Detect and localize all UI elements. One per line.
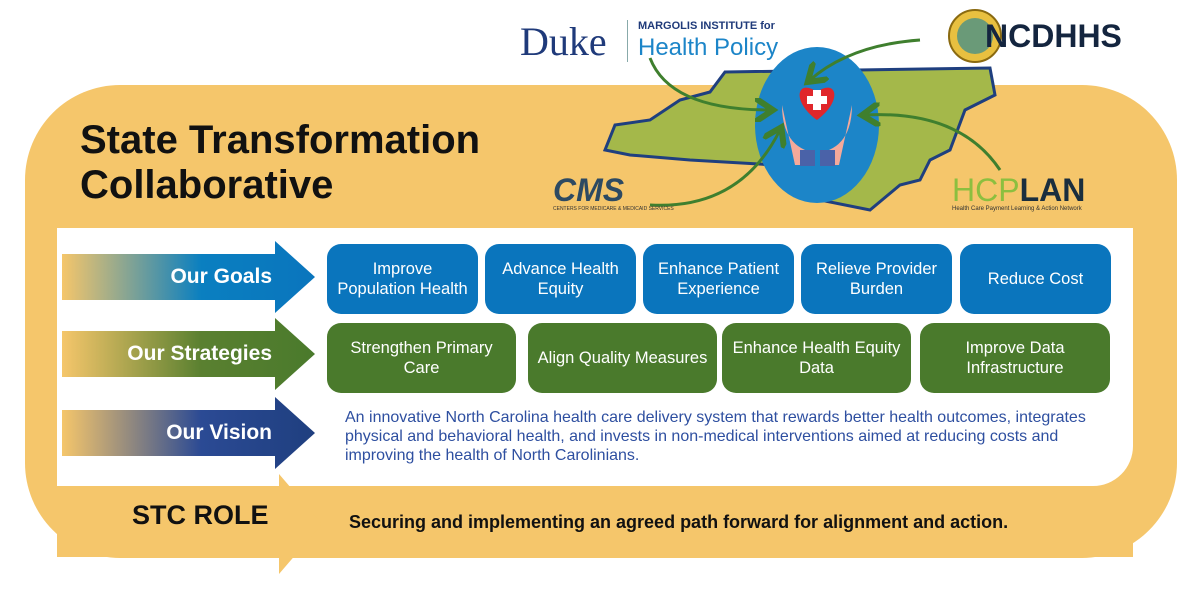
strategy-box: Enhance Health Equity Data	[722, 323, 911, 393]
margolis-logo-line2: Health Policy	[638, 34, 779, 61]
strategies-arrow: Our Strategies	[62, 318, 317, 390]
role-label: STC ROLE	[132, 500, 269, 530]
goal-box: Enhance Patient Experience	[643, 244, 794, 314]
vision-label: Our Vision	[166, 421, 272, 444]
ncdhhs-logo: NCDHHS	[985, 18, 1122, 54]
hcplan-logo: HCPLAN	[952, 172, 1086, 208]
goals-arrow: Our Goals	[62, 241, 317, 313]
role-text: Securing and implementing an agreed path…	[331, 487, 1133, 557]
cms-logo: CMS	[553, 172, 625, 208]
duke-logo: Duke	[520, 19, 607, 64]
goal-box: Advance Health Equity	[485, 244, 636, 314]
vision-arrow: Our Vision	[62, 397, 317, 469]
page-title: State Transformation Collaborative	[80, 118, 481, 207]
goal-box: Improve Population Health	[327, 244, 478, 314]
hcplan-logo-subtitle: Health Care Payment Learning & Action Ne…	[952, 206, 1082, 212]
cms-logo-subtitle: CENTERS FOR MEDICARE & MEDICAID SERVICES	[553, 206, 674, 212]
blue-circle	[755, 47, 879, 203]
strategy-box: Improve Data Infrastructure	[920, 323, 1110, 393]
goal-box: Reduce Cost	[960, 244, 1111, 314]
goal-box: Relieve Provider Burden	[801, 244, 952, 314]
strategy-box: Align Quality Measures	[528, 323, 717, 393]
goals-label: Our Goals	[170, 265, 272, 288]
margolis-logo-line1: MARGOLIS INSTITUTE for	[638, 20, 775, 32]
strategy-box: Strengthen Primary Care	[327, 323, 516, 393]
strategies-label: Our Strategies	[127, 342, 272, 365]
role-arrow	[57, 474, 322, 574]
vision-text: An innovative North Carolina health care…	[345, 409, 1086, 464]
nc-map-illustration	[602, 9, 1002, 212]
